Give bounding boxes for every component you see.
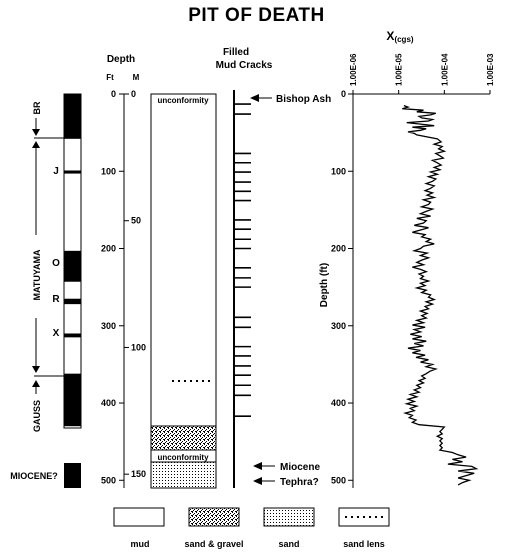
marker-miocene: Miocene bbox=[280, 462, 320, 473]
matuyama-arrow-top bbox=[32, 141, 40, 148]
br-arrow-head bbox=[32, 129, 40, 136]
polarity-bands bbox=[64, 94, 81, 427]
ft-tick-label: 500 bbox=[101, 475, 116, 485]
page-title: PIT OF DEATH bbox=[188, 5, 325, 26]
y-axis-label: Depth (ft) bbox=[319, 263, 330, 307]
x-tick-label: 1.00E-04 bbox=[440, 53, 449, 86]
chron-label-gauss: GAUSS bbox=[32, 400, 42, 432]
ft-tick-label: 300 bbox=[101, 321, 116, 331]
y-tick-label: 200 bbox=[331, 244, 346, 254]
legend-label-sand: sand bbox=[278, 539, 299, 549]
unconformity-lower-label: unconformity bbox=[157, 453, 209, 462]
depth-ft-label: Ft bbox=[106, 73, 114, 82]
legend-swatch-mud bbox=[113, 507, 165, 527]
chart-title: X(cgs) bbox=[386, 29, 413, 44]
m-tick-label: 0 bbox=[131, 89, 136, 99]
polarity-band-gauss bbox=[64, 373, 81, 427]
y-tick-label: 400 bbox=[331, 398, 346, 408]
legend-label-mud: mud bbox=[131, 539, 150, 549]
legend-label-sand-gravel: sand & gravel bbox=[184, 539, 243, 549]
depth-ticks: 0 100 200 300 400 500 0 50 100 150 bbox=[101, 89, 146, 485]
x-tick-label: 1.00E-05 bbox=[395, 53, 404, 86]
miocene-arrow-head bbox=[253, 462, 262, 470]
subchron-band-j bbox=[64, 170, 81, 174]
m-tick-label: 50 bbox=[131, 216, 141, 226]
y-tick-label: 500 bbox=[331, 475, 346, 485]
ft-tick-label: 400 bbox=[101, 398, 116, 408]
x-tick-label: 1.00E-06 bbox=[349, 53, 358, 86]
mud-cracks-title-2: Mud Cracks bbox=[216, 60, 273, 71]
chron-label-miocene: MIOCENE? bbox=[10, 471, 58, 481]
subchron-label-x: X bbox=[53, 328, 60, 339]
legend-label-sand-lens: sand lens bbox=[343, 539, 385, 549]
chart-title-main: X bbox=[386, 29, 394, 43]
x-axis-ticks: 1.00E-06 1.00E-05 1.00E-04 1.00E-03 bbox=[349, 53, 495, 94]
depth-scale: Depth Ft M 0 100 200 300 400 500 0 50 100 150 bbox=[101, 54, 146, 488]
sand-unit bbox=[150, 461, 217, 489]
marker-tephra: Tephra? bbox=[280, 477, 319, 488]
chron-label-matuyama: MATUYAMA bbox=[32, 249, 42, 300]
matuyama-arrow-bottom bbox=[32, 366, 40, 373]
depth-m-label: M bbox=[133, 73, 140, 82]
susceptibility-series-line bbox=[402, 104, 479, 486]
chron-annotations: BR MATUYAMA GAUSS J O R X MIOCENE? bbox=[10, 101, 64, 481]
y-tick-label: 100 bbox=[331, 166, 346, 176]
sand-gravel-unit bbox=[150, 425, 217, 451]
subchron-band-x bbox=[64, 333, 81, 338]
lithology-column: unconformity unconformity bbox=[150, 93, 217, 489]
mud-crack-ticks bbox=[234, 103, 251, 417]
m-tick-label: 150 bbox=[131, 469, 146, 479]
ft-tick-label: 100 bbox=[101, 166, 116, 176]
ft-tick-label: 200 bbox=[101, 244, 116, 254]
ft-tick-label: 0 bbox=[111, 89, 116, 99]
mud-cracks-title-1: Filled bbox=[223, 47, 249, 58]
subchron-band-r bbox=[64, 298, 81, 305]
gauss-arrow bbox=[32, 380, 40, 387]
legend: mud sand & gravel sand sand lens bbox=[113, 507, 390, 549]
polarity-column bbox=[63, 93, 82, 488]
tephra-arrow-head bbox=[253, 477, 262, 485]
subchron-label-j: J bbox=[53, 166, 59, 177]
legend-swatch-sand-gravel bbox=[188, 507, 240, 527]
mud-unit-upper bbox=[150, 93, 217, 433]
depth-title: Depth bbox=[107, 54, 135, 65]
markers: Bishop Ash Miocene Tephra? bbox=[250, 94, 331, 488]
subchron-label-r: R bbox=[52, 294, 60, 305]
polarity-band-br bbox=[64, 94, 81, 139]
y-axis-ticks: 0 100 200 300 400 500 bbox=[331, 89, 353, 485]
mud-cracks-column: Filled Mud Cracks bbox=[216, 47, 273, 488]
subchron-label-o: O bbox=[52, 258, 60, 269]
m-tick-label: 100 bbox=[131, 342, 146, 352]
bishop-ash-arrow-head bbox=[250, 94, 259, 102]
unconformity-top-label: unconformity bbox=[157, 96, 209, 105]
subchron-band-o bbox=[64, 250, 81, 282]
chron-label-br: BR bbox=[32, 101, 42, 114]
chart-title-sub: (cgs) bbox=[394, 35, 413, 44]
legend-swatch-sand bbox=[263, 507, 315, 527]
y-tick-label: 0 bbox=[341, 89, 346, 99]
miocene-polarity-block bbox=[64, 463, 81, 488]
x-tick-label: 1.00E-03 bbox=[486, 53, 495, 86]
y-tick-label: 300 bbox=[331, 321, 346, 331]
marker-bishop-ash: Bishop Ash bbox=[276, 94, 331, 105]
